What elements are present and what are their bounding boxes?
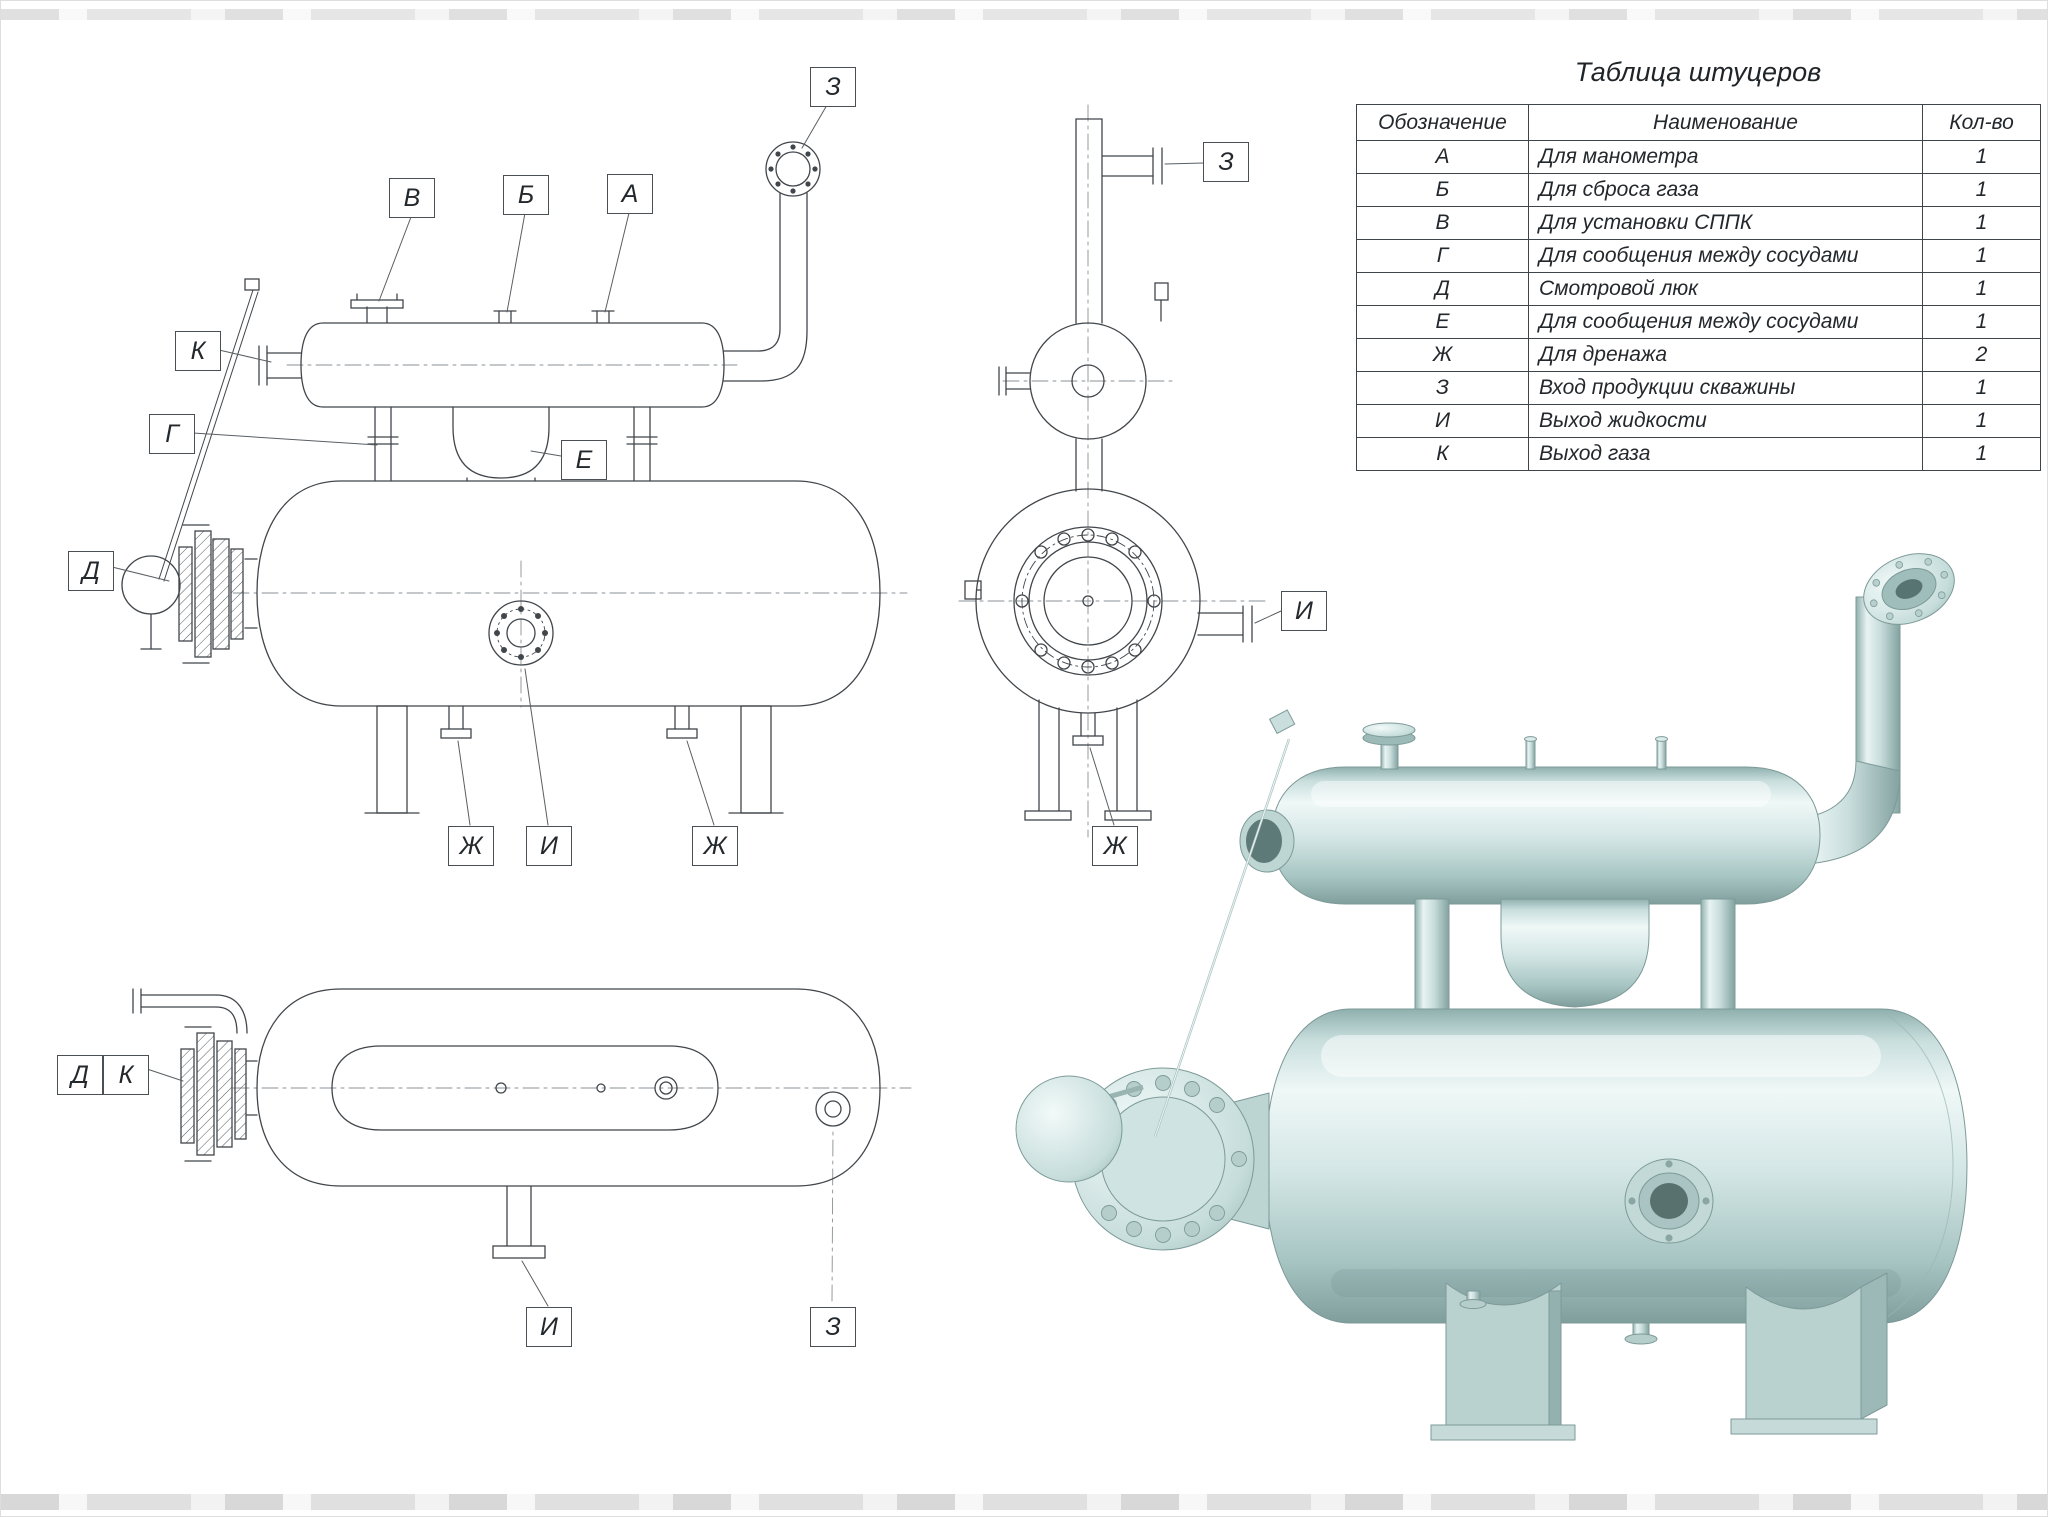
callout-side-V: В [389, 178, 435, 218]
table-row: И Выход жидкости 1 [1356, 404, 2041, 438]
nozzle-qty: 1 [1922, 239, 2041, 273]
nozzle-qty: 1 [1922, 272, 2041, 306]
col-header-designation: Обозначение [1356, 104, 1529, 141]
table-row: Е Для сообщения между сосудами 1 [1356, 305, 2041, 339]
callout-side-E: Е [561, 440, 607, 480]
nozzle-table: Таблица штуцеров Обозначение Наименовани… [1356, 57, 2041, 471]
nozzle-qty: 2 [1922, 338, 2041, 372]
nozzle-table-header-row: Обозначение Наименование Кол-во [1356, 104, 2041, 141]
nozzle-table-grid: Обозначение Наименование Кол-во А Для ма… [1356, 104, 2041, 471]
callout-top-Z: З [810, 1307, 856, 1347]
table-row: Г Для сообщения между сосудами 1 [1356, 239, 2041, 273]
nozzle-mark: И [1356, 404, 1529, 438]
callout-end-Z: З [1203, 142, 1249, 182]
callout-end-Zh: Ж [1092, 826, 1138, 866]
callout-top-I: И [526, 1307, 572, 1347]
callout-side-K: К [175, 331, 221, 371]
nozzle-name: Выход жидкости [1528, 404, 1923, 438]
table-row: Д Смотровой люк 1 [1356, 272, 2041, 306]
nozzle-qty: 1 [1922, 437, 2041, 471]
nozzle-mark: Б [1356, 173, 1529, 207]
nozzle-mark: К [1356, 437, 1529, 471]
end-view-drawing [958, 104, 1282, 838]
side-view-drawing [111, 104, 908, 826]
callout-end-I: И [1281, 591, 1327, 631]
nozzle-mark: З [1356, 371, 1529, 405]
nozzle-mark: Д [1356, 272, 1529, 306]
nozzle-name: Для сброса газа [1528, 173, 1923, 207]
nozzle-qty: 1 [1922, 173, 2041, 207]
callout-top-K: К [103, 1055, 149, 1095]
nozzle-mark: Ж [1356, 338, 1529, 372]
callout-side-G: Г [149, 414, 195, 454]
nozzle-qty: 1 [1922, 305, 2041, 339]
nozzle-qty: 1 [1922, 206, 2041, 240]
callout-side-Z: З [810, 67, 856, 107]
nozzle-mark: Е [1356, 305, 1529, 339]
table-row: В Для установки СППК 1 [1356, 206, 2041, 240]
callout-side-B: Б [503, 175, 549, 215]
render-3d [1015, 553, 1968, 1441]
scan-artifact-bottom [1, 1494, 2047, 1510]
col-header-qty: Кол-во [1922, 104, 2041, 141]
table-row: Ж Для дренажа 2 [1356, 338, 2041, 372]
table-row: Б Для сброса газа 1 [1356, 173, 2041, 207]
table-row: К Выход газа 1 [1356, 437, 2041, 471]
nozzle-name: Для дренажа [1528, 338, 1923, 372]
callout-side-D: Д [68, 551, 114, 591]
top-view-drawing [132, 988, 912, 1307]
callout-top-D: Д [57, 1055, 103, 1095]
col-header-name: Наименование [1528, 104, 1923, 141]
nozzle-name: Для сообщения между сосудами [1528, 305, 1923, 339]
nozzle-qty: 1 [1922, 404, 2041, 438]
nozzle-mark: В [1356, 206, 1529, 240]
nozzle-name: Вход продукции скважины [1528, 371, 1923, 405]
nozzle-name: Для сообщения между сосудами [1528, 239, 1923, 273]
callout-side-A: А [607, 174, 653, 214]
callout-side-Zh-right: Ж [692, 826, 738, 866]
table-row: А Для манометра 1 [1356, 140, 2041, 174]
callout-side-Zh-left: Ж [448, 826, 494, 866]
nozzle-qty: 1 [1922, 371, 2041, 405]
nozzle-qty: 1 [1922, 140, 2041, 174]
nozzle-name: Для манометра [1528, 140, 1923, 174]
nozzle-mark: Г [1356, 239, 1529, 273]
nozzle-name: Для установки СППК [1528, 206, 1923, 240]
scan-artifact-top [1, 9, 2047, 20]
nozzle-name: Смотровой люк [1528, 272, 1923, 306]
nozzle-mark: А [1356, 140, 1529, 174]
nozzle-table-title: Таблица штуцеров [1574, 57, 1822, 87]
nozzle-name: Выход газа [1528, 437, 1923, 471]
table-row: З Вход продукции скважины 1 [1356, 371, 2041, 405]
callout-side-I: И [526, 826, 572, 866]
